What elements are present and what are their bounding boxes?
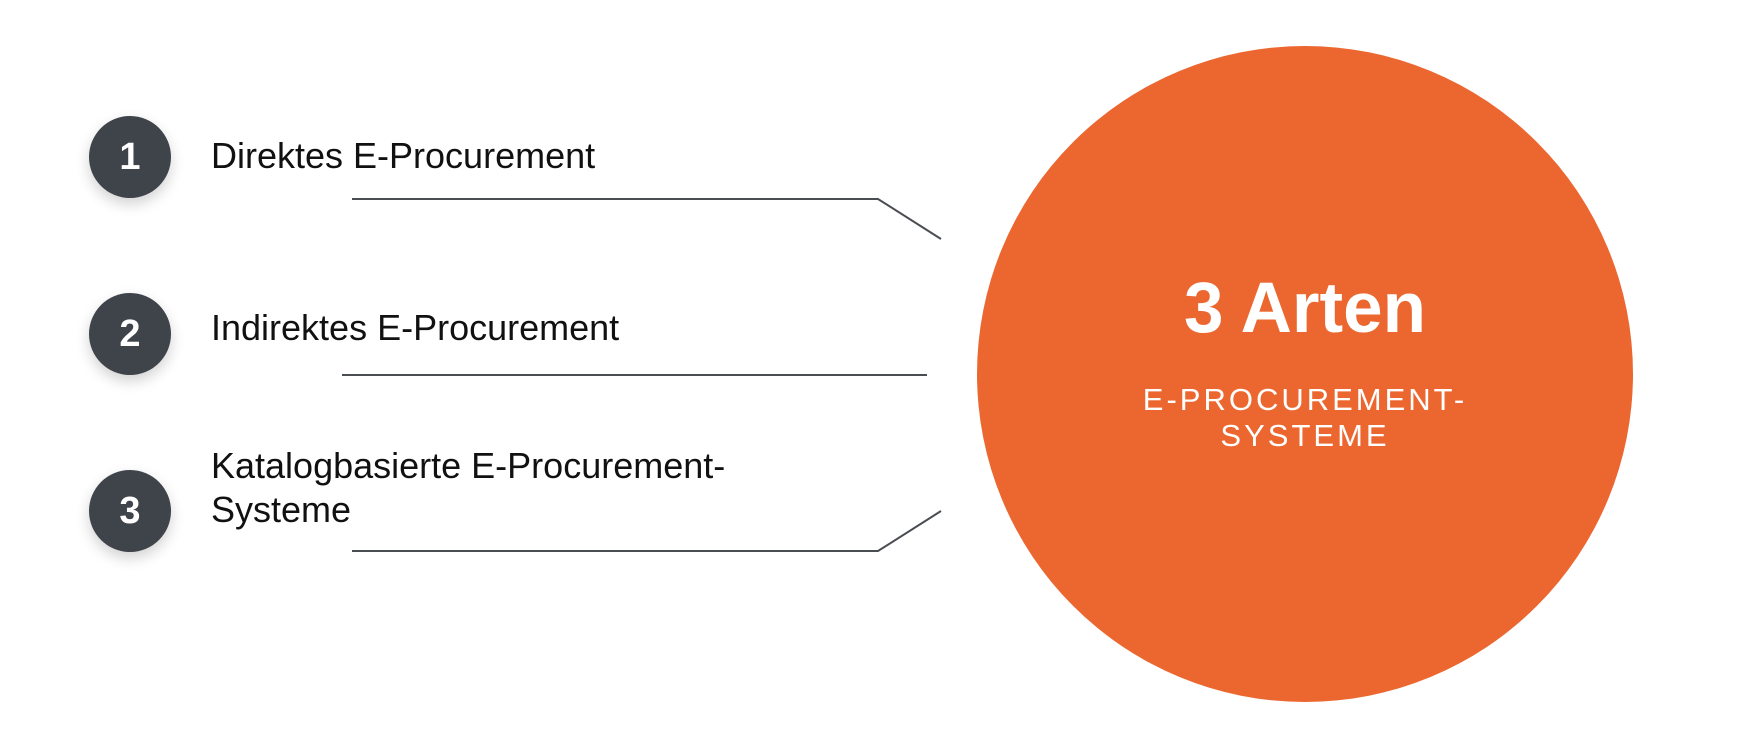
connector-line-3 xyxy=(352,510,942,552)
connector-line-1 xyxy=(352,198,942,240)
summary-subtitle: E-PROCUREMENT- SYSTEME xyxy=(1142,382,1468,453)
summary-circle xyxy=(977,46,1633,702)
item-label-2: Indirektes E-Procurement xyxy=(211,307,620,348)
badge-1: 1 xyxy=(89,116,171,198)
badge-2: 2 xyxy=(89,293,171,375)
item-label-1: Direktes E-Procurement xyxy=(211,135,596,176)
item-label-3: Katalogbasierte E-Procurement- Systeme xyxy=(211,445,726,530)
badge-3: 3 xyxy=(89,470,171,552)
summary-title: 3 Arten xyxy=(1184,269,1426,348)
